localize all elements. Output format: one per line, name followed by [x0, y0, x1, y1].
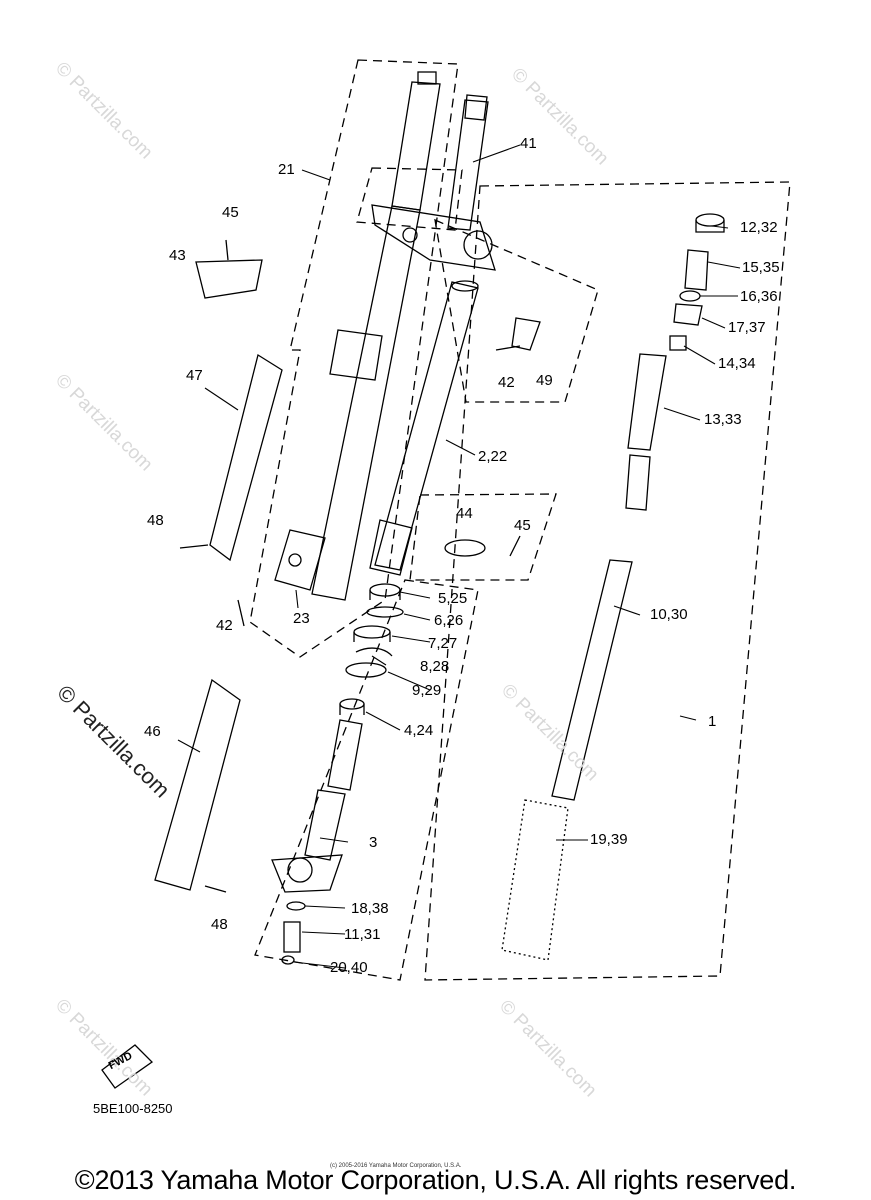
- group-outlines: [249, 59, 791, 981]
- part-label-1[interactable]: 1: [708, 713, 717, 730]
- lower-leg-3: [271, 719, 363, 893]
- part-label-44[interactable]: 44: [456, 505, 473, 522]
- copyright-small: (c) 2005-2016 Yamaha Motor Corporation, …: [330, 1163, 462, 1169]
- part-label-2-22[interactable]: 2,22: [478, 448, 508, 465]
- copyright-notice: ©2013 Yamaha Motor Corporation, U.S.A. A…: [74, 1165, 797, 1195]
- part-label-45[interactable]: 45: [514, 517, 531, 534]
- part-label-19-39[interactable]: 19,39: [590, 831, 628, 848]
- part-label-48[interactable]: 48: [211, 916, 228, 933]
- part-label-45[interactable]: 45: [222, 204, 239, 221]
- part-label-6-26[interactable]: 6,26: [434, 612, 464, 629]
- part-label-12-32[interactable]: 12,32: [740, 219, 778, 236]
- part-label-13-33[interactable]: 13,33: [704, 411, 742, 428]
- part-label-8-28[interactable]: 8,28: [420, 658, 450, 675]
- part-label-43[interactable]: 43: [169, 247, 186, 264]
- part-label-47[interactable]: 47: [186, 367, 203, 384]
- part-label-18-38[interactable]: 18,38: [351, 900, 389, 917]
- small-parts: [281, 901, 306, 965]
- part-label-46[interactable]: 46: [144, 723, 161, 740]
- part-label-17-37[interactable]: 17,37: [728, 319, 766, 336]
- seal-stack: [339, 583, 404, 715]
- part-label-15-35[interactable]: 15,35: [742, 259, 780, 276]
- part-label-10-30[interactable]: 10,30: [650, 606, 688, 623]
- guards-and-clamps: [101, 259, 541, 1089]
- part-label-14-34[interactable]: 14,34: [718, 355, 756, 372]
- part-label-41[interactable]: 41: [520, 135, 537, 152]
- inner-tube-2: [369, 280, 479, 576]
- outer-tube-21: [274, 71, 441, 601]
- part-label-49[interactable]: 49: [536, 372, 553, 389]
- part-label-16-36[interactable]: 16,36: [740, 288, 778, 305]
- part-label-42[interactable]: 42: [498, 374, 515, 391]
- part-label-7-27[interactable]: 7,27: [428, 635, 458, 652]
- part-label-23[interactable]: 23: [293, 610, 310, 627]
- part-label-9-29[interactable]: 9,29: [412, 682, 442, 699]
- cartridge: [501, 213, 725, 961]
- part-label-5-25[interactable]: 5,25: [438, 590, 468, 607]
- leader-lines: [177, 144, 741, 969]
- bolts: [179, 239, 521, 893]
- diagram-code: 5BE100-8250: [93, 1101, 173, 1116]
- stem-41: [371, 94, 496, 271]
- part-label-21[interactable]: 21: [278, 161, 295, 178]
- part-label-48[interactable]: 48: [147, 512, 164, 529]
- part-label-4-24[interactable]: 4,24: [404, 722, 434, 739]
- part-label-20-40[interactable]: 20,40: [330, 959, 368, 976]
- part-label-11-31[interactable]: 11,31: [344, 926, 381, 943]
- part-label-42[interactable]: 42: [216, 617, 233, 634]
- part-label-3[interactable]: 3: [369, 834, 378, 851]
